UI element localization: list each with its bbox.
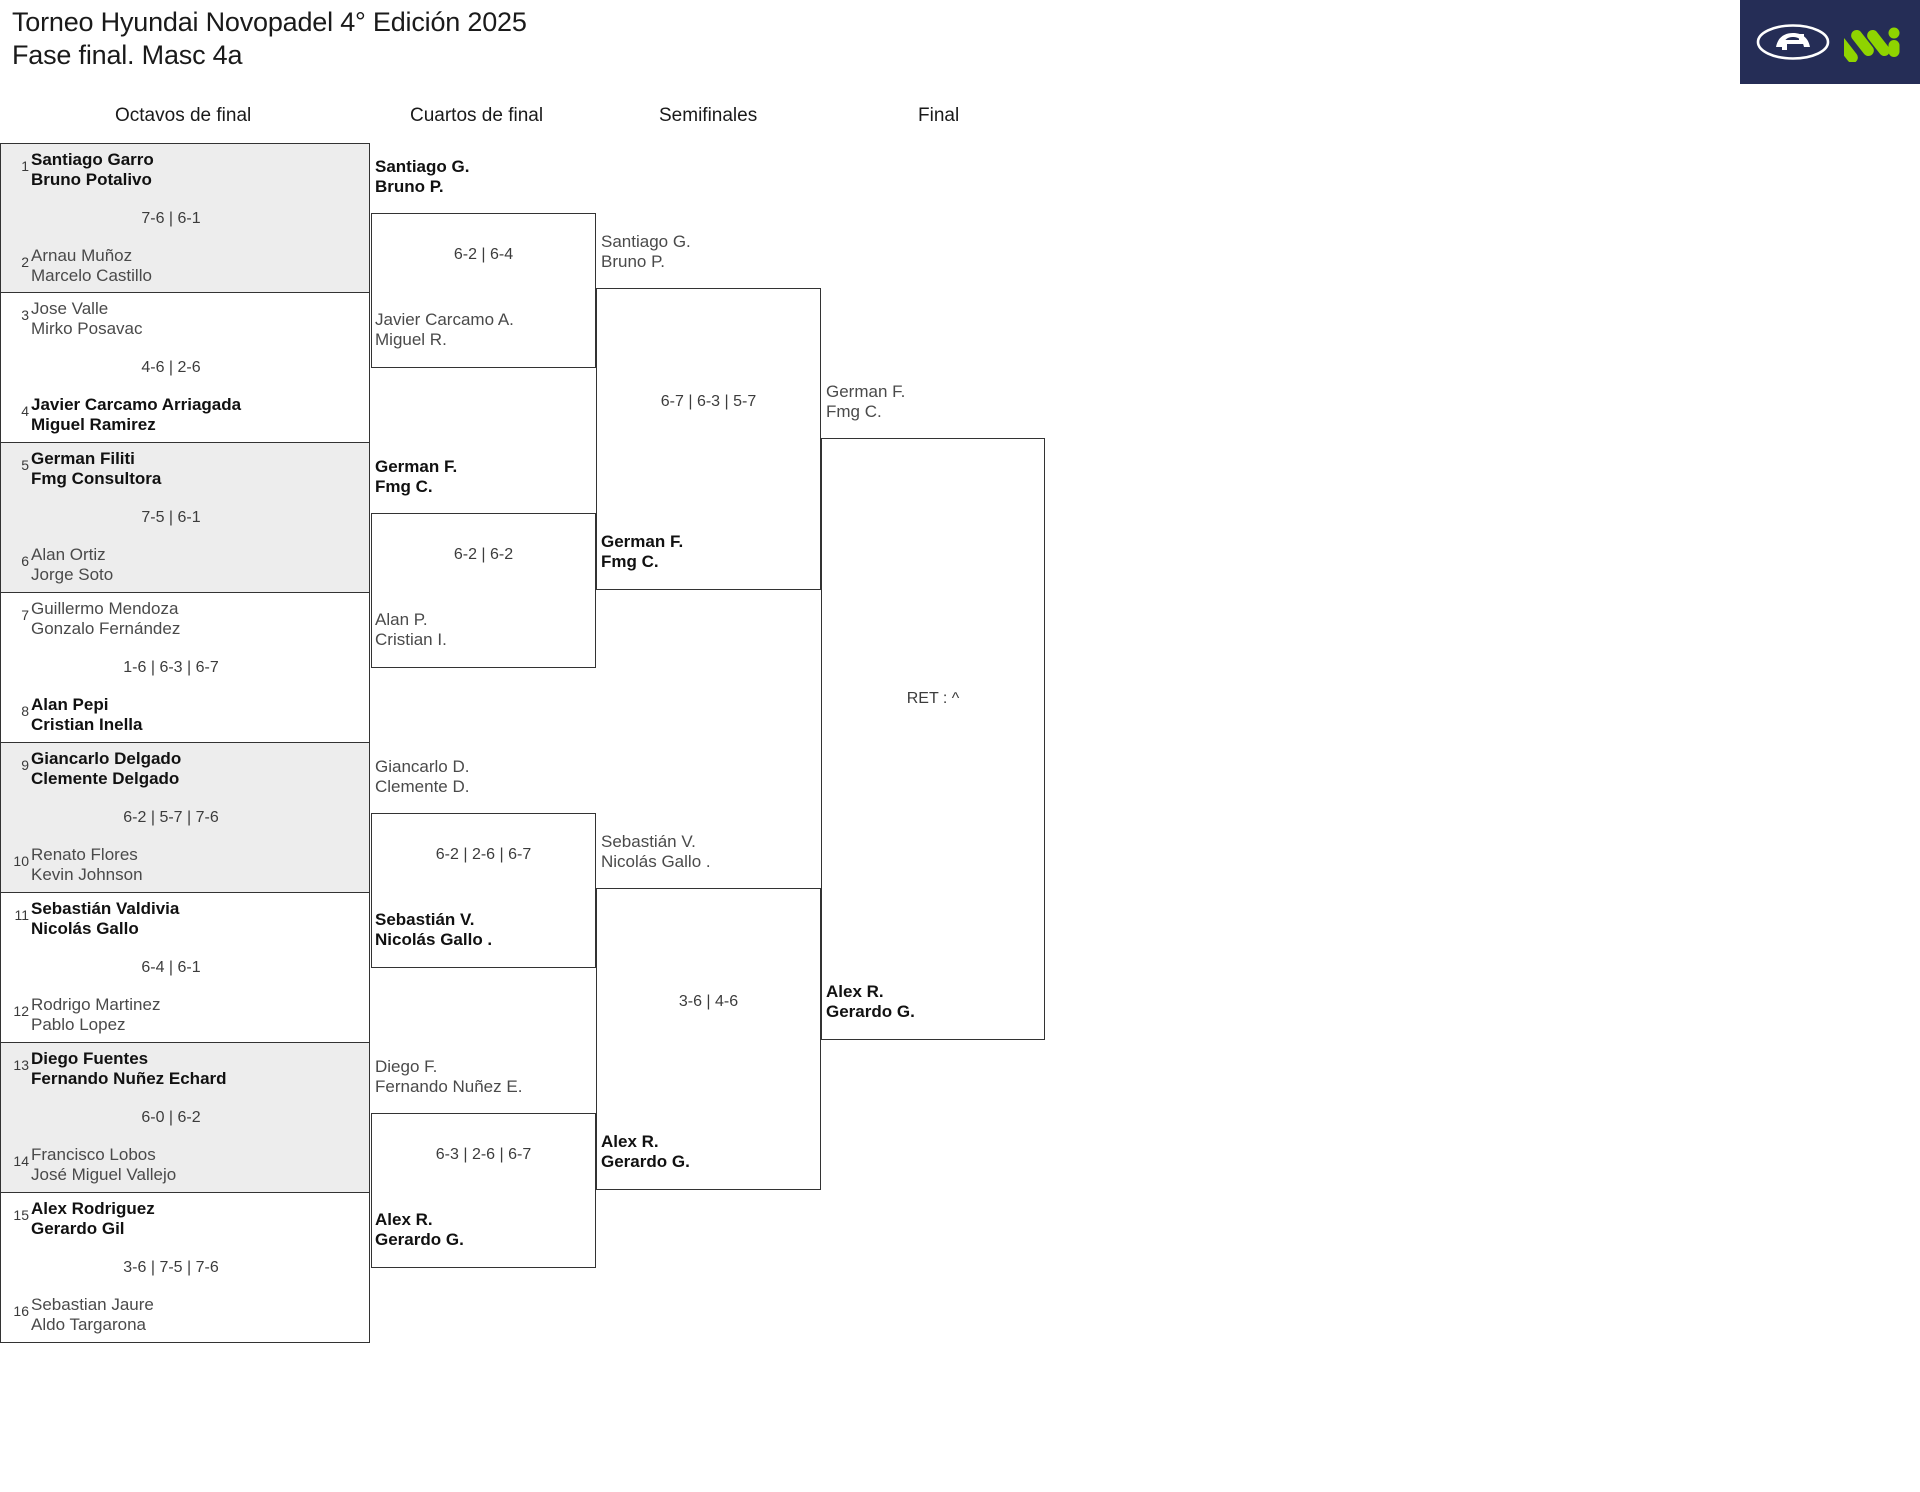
title-line-2: Fase final. Masc 4a — [12, 39, 243, 70]
seed-number: 3 — [21, 307, 29, 323]
sf2-connector-box — [596, 888, 821, 1190]
match-score: 7-6 | 6-1 — [141, 210, 201, 227]
seed-number: 10 — [13, 853, 29, 869]
match-score: 3-6 | 7-5 | 7-6 — [123, 1259, 219, 1276]
match-score: 7-5 | 6-1 — [141, 509, 201, 526]
title-line-1: Torneo Hyundai Novopadel 4° Edición 2025 — [12, 7, 527, 37]
final-team-top: German F.Fmg C. — [826, 382, 906, 422]
round-header-octavos: Octavos de final — [115, 105, 252, 126]
match-score: 6-0 | 6-2 — [141, 1109, 201, 1126]
seed-number: 13 — [13, 1057, 29, 1073]
qf2-team-bottom: Alan P.Cristian I. — [375, 610, 447, 650]
match-score: 6-2 | 5-7 | 7-6 — [123, 809, 219, 826]
match-score: 6-4 | 6-1 — [141, 959, 201, 976]
final-score: RET : ^ — [906, 690, 960, 707]
sf2-team-top: Sebastián V.Nicolás Gallo . — [601, 832, 711, 872]
qf3-team-top: Giancarlo D.Clemente D. — [375, 757, 470, 797]
qf2-team-top: German F.Fmg C. — [375, 457, 458, 497]
seed-number: 8 — [21, 703, 29, 719]
match-score: 4-6 | 2-6 — [141, 359, 201, 376]
qf1-score: 6-2 | 6-4 — [453, 246, 514, 263]
novopadel-m-icon — [1844, 27, 1900, 62]
qf3-score: 6-2 | 2-6 | 6-7 — [435, 846, 532, 863]
final-connector-box — [821, 438, 1045, 1040]
qf3-connector-box — [371, 813, 596, 968]
sf1-score: 6-7 | 6-3 | 5-7 — [660, 393, 757, 410]
qf4-team-bottom: Alex R.Gerardo G. — [375, 1210, 464, 1250]
seed-number: 4 — [21, 403, 29, 419]
seed-number: 6 — [21, 553, 29, 569]
page-title: Torneo Hyundai Novopadel 4° Edición 2025… — [12, 6, 527, 72]
sf1-team-top: Santiago G.Bruno P. — [601, 232, 691, 272]
round-header-cuartos: Cuartos de final — [410, 105, 544, 126]
seed-number: 15 — [13, 1207, 29, 1223]
seed-number: 9 — [21, 757, 29, 773]
round-header-final: Final — [918, 105, 960, 126]
qf3-team-bottom: Sebastián V.Nicolás Gallo . — [375, 910, 493, 950]
qf1-team-bottom: Javier Carcamo A.Miguel R. — [375, 310, 514, 350]
sf1-team-bottom: German F.Fmg C. — [601, 532, 684, 572]
seed-number: 16 — [13, 1303, 29, 1319]
hyundai-logo-icon — [1756, 24, 1830, 60]
sf1-connector-box — [596, 288, 821, 590]
seed-number: 12 — [13, 1003, 29, 1019]
qf2-connector-box — [371, 513, 596, 668]
sf2-team-bottom: Alex R.Gerardo G. — [601, 1132, 690, 1172]
qf4-connector-box — [371, 1113, 596, 1268]
qf2-score: 6-2 | 6-2 — [453, 546, 514, 563]
seed-number: 7 — [21, 607, 29, 623]
final-team-bottom: Alex R.Gerardo G. — [826, 982, 915, 1022]
qf4-team-top: Diego F.Fernando Nuñez E. — [375, 1057, 523, 1097]
seed-number: 5 — [21, 457, 29, 473]
match-score: 1-6 | 6-3 | 6-7 — [123, 659, 219, 676]
sf2-score: 3-6 | 4-6 — [678, 993, 739, 1010]
round-header-semifinales: Semifinales — [659, 105, 758, 126]
seed-number: 14 — [13, 1153, 29, 1169]
sponsor-logo — [1740, 0, 1920, 84]
seed-number: 2 — [21, 254, 29, 270]
qf1-connector-box — [371, 213, 596, 368]
qf4-score: 6-3 | 2-6 | 6-7 — [435, 1146, 532, 1163]
seed-number: 11 — [14, 907, 29, 923]
qf1-team-top: Santiago G.Bruno P. — [375, 157, 470, 197]
seed-number: 1 — [21, 158, 29, 174]
